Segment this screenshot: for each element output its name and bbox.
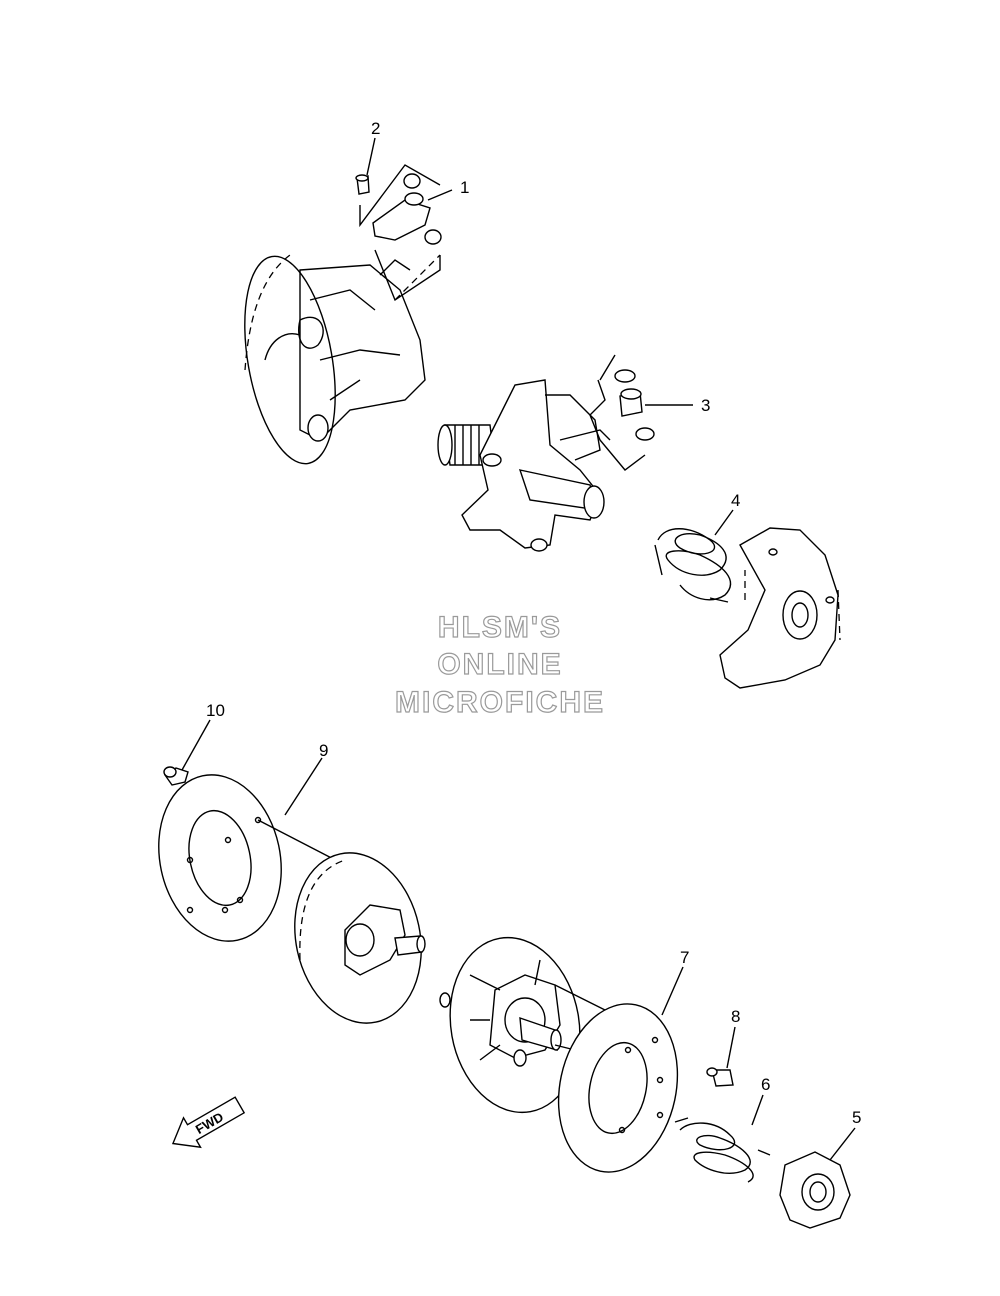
- callout-4: 4: [731, 491, 740, 510]
- primary-spring: [654, 528, 732, 603]
- fixed-secondary-sheave: [294, 852, 426, 1024]
- callout-8: 8: [731, 1007, 740, 1026]
- callout-10: 10: [206, 701, 225, 720]
- secondary-washer-plate: [557, 1003, 679, 1173]
- watermark-line-3: MICROFICHE: [395, 686, 605, 719]
- callout-1: 1: [460, 178, 469, 197]
- callout-9: 9: [319, 741, 328, 760]
- secondary-cam: [779, 1151, 851, 1229]
- callout-leaders: [181, 137, 856, 1161]
- watermark: HLSM'S ONLINE MICROFICHE: [394, 610, 605, 719]
- roller-set: [589, 354, 655, 471]
- callout-3: 3: [701, 396, 710, 415]
- spider-shaft-assembly: [437, 379, 611, 552]
- watermark-line-1: HLSM'S: [438, 611, 562, 644]
- primary-sheave-assembly: [244, 254, 426, 465]
- callout-5: 5: [852, 1108, 861, 1127]
- spring-cover: [719, 527, 841, 689]
- movable-secondary-sheave: [439, 936, 666, 1114]
- callout-2: 2: [371, 119, 380, 138]
- callout-6: 6: [761, 1075, 770, 1094]
- bolt-10: [163, 766, 189, 786]
- cam-weight-set: [355, 164, 442, 302]
- brake-disc: [158, 774, 346, 942]
- secondary-spring: [674, 1117, 771, 1183]
- callout-7: 7: [680, 948, 689, 967]
- bolt-8: [706, 1067, 734, 1087]
- fwd-arrow-icon: FWD: [171, 1096, 246, 1149]
- watermark-line-2: ONLINE: [437, 648, 562, 681]
